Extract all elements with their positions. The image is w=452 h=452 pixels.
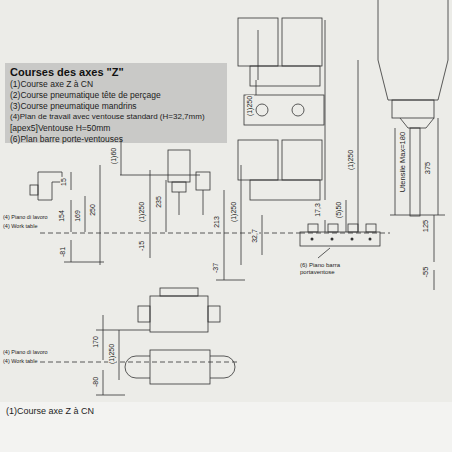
title: Courses des axes "Z" [10,66,124,78]
dimension-value: (1)250 [108,343,116,365]
dimension-value: (1)250 [347,149,355,171]
note-text: (1)Course axe Z à CN [6,407,94,417]
note-text: [apex5]Ventouse H=50mm [10,124,110,133]
dimension-value: (1)250 [246,95,254,117]
dimension-value: (1)250 [138,201,146,223]
dimension-value: -81 [59,246,67,258]
dimension-value: 15 [60,177,68,187]
dimension-value: -15 [138,240,146,252]
dimension-value: -37 [212,262,220,274]
dimension-value: -80 [92,376,100,388]
dimension-value: (5)50 [335,201,343,219]
note-text: (4) Work table [3,358,37,364]
note-text: (4) Piano di lavoro [3,349,48,355]
dimension-value: -55 [422,266,430,279]
dimension-value: 375 [424,161,432,176]
note-text: (4) Work table [3,223,37,229]
note-text: (1)Course axe Z à CN [10,80,93,89]
note-text: (4) Piano di lavoro [3,214,48,220]
dimension-value: 170 [92,335,100,349]
dimension-value: 17,3 [314,202,322,218]
dimension-value: 235 [155,195,163,209]
dimension-value: 125 [422,219,430,234]
note-text: (4)Plan de travail avec ventouse standar… [10,113,205,122]
dimension-value: 213 [213,215,221,229]
dimension-value: 250 [89,203,97,217]
note-text: (3)Course pneumatique mandrins [10,102,137,111]
note-text: (6)Plan barre porte-ventouses [10,135,123,144]
dimension-value: Utensile Max=180 [399,131,407,193]
note-text: (6) Piano barra portaventose [300,262,368,275]
dimension-value: (1)60 [110,147,118,165]
dimension-value: 154 [58,209,66,223]
dimension-value: 169 [74,209,82,223]
dimension-value: 32,7 [251,228,259,244]
dimension-value: (1)250 [230,201,238,223]
note-text: (2)Course pneumatique tête de perçage [10,91,161,100]
